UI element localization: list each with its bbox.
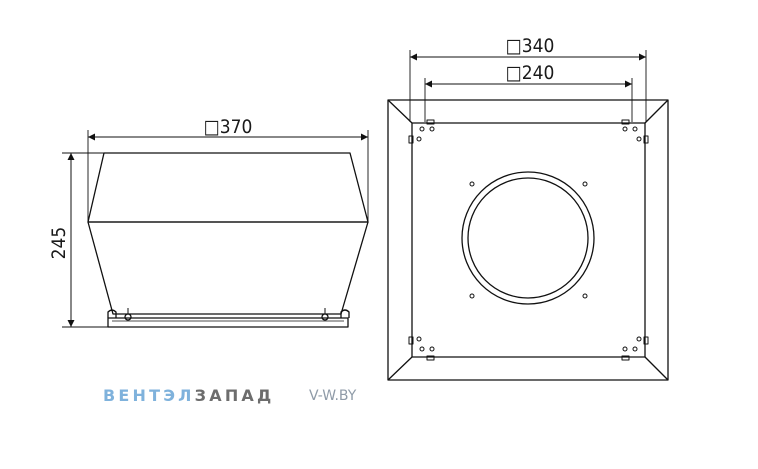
bevel-bottom-left	[387, 356, 413, 381]
hole	[632, 126, 638, 132]
fan-opening-outer	[461, 171, 595, 305]
tab-top-right	[621, 119, 630, 125]
company-name-part-1: ВЕНТЭЛ	[103, 386, 195, 405]
hole	[416, 336, 422, 342]
foot-right	[340, 309, 350, 318]
tab-left-top	[408, 135, 414, 144]
hole	[419, 346, 425, 352]
hole	[469, 181, 475, 187]
outer-square	[387, 99, 669, 381]
hole	[582, 181, 588, 187]
bolt-left	[124, 313, 132, 321]
tab-top-left	[426, 119, 435, 125]
inner-plate	[411, 122, 646, 358]
hole	[622, 346, 628, 352]
hole	[636, 136, 642, 142]
tab-left-bottom	[408, 336, 414, 345]
tab-bottom-right	[621, 355, 630, 361]
top-inner-width-label: □240	[506, 62, 555, 84]
tab-right-top	[643, 135, 649, 144]
hood-lower-section	[87, 221, 369, 315]
company-logo: ВЕНТЭЛЗАПАД	[103, 386, 274, 405]
bevel-top-left	[387, 99, 413, 124]
tab-right-bottom	[643, 336, 649, 345]
hole	[622, 126, 628, 132]
tab-bottom-left	[426, 355, 435, 361]
top-outer-width-label: □340	[506, 35, 555, 57]
top-view	[387, 50, 669, 381]
hole	[429, 126, 435, 132]
side-height-label: 245	[48, 227, 70, 260]
hole	[429, 346, 435, 352]
bevel-top-right	[644, 99, 669, 124]
hole	[419, 126, 425, 132]
mounting-holes	[416, 126, 642, 352]
hole	[636, 336, 642, 342]
hole	[632, 346, 638, 352]
foot-left	[107, 309, 117, 318]
hood-upper-section	[87, 152, 369, 223]
bolt-right	[321, 313, 329, 321]
hole	[416, 136, 422, 142]
side-width-label: □370	[204, 116, 253, 138]
side-view	[62, 130, 369, 328]
fan-opening-inner	[467, 177, 589, 299]
base-plate	[107, 317, 349, 328]
hole	[469, 293, 475, 299]
company-name-part-2: ЗАПАД	[194, 386, 275, 405]
bevel-bottom-right	[644, 356, 669, 381]
hole	[582, 293, 588, 299]
website-text: V-W.BY	[309, 388, 357, 404]
